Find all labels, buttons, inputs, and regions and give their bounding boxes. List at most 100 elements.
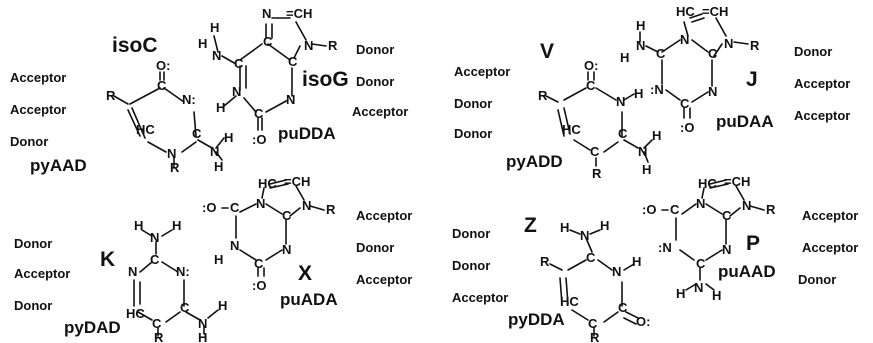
purine-name-label: X bbox=[298, 262, 313, 285]
right-role-2: Donor bbox=[356, 240, 395, 255]
ring-n-atom-3: N bbox=[230, 238, 239, 253]
ring-hc-atom: HC bbox=[136, 122, 155, 137]
glycosidic-r-2: R bbox=[766, 202, 776, 217]
amine-n-atom-2: N bbox=[212, 48, 221, 63]
purine-name-label: P bbox=[746, 232, 761, 255]
purine-code-label: puDAA bbox=[716, 112, 774, 131]
ring-c-atom-3: C bbox=[590, 144, 600, 159]
pyrimidine-code-label: pyADD bbox=[506, 152, 563, 171]
purine-code-label: puDDA bbox=[278, 124, 336, 143]
ring-h-atom: H bbox=[216, 100, 225, 115]
imidazole-n-atom: N bbox=[724, 36, 733, 51]
pyrimidine-name-label: Z bbox=[524, 214, 537, 237]
ring-h-atom: H bbox=[214, 252, 223, 267]
fused-c-atom: C bbox=[263, 34, 273, 49]
ring-n-atom: N bbox=[128, 264, 137, 279]
purine-ring bbox=[213, 17, 327, 131]
ring-n-atom-2: N: bbox=[176, 264, 190, 279]
amine-n-atom-2: N bbox=[198, 316, 207, 331]
fused-c-atom: C bbox=[708, 46, 718, 61]
ring-n-atom-4: N bbox=[282, 242, 291, 257]
fused-c-atom: C bbox=[282, 208, 292, 223]
ring-c-atom-5: C bbox=[254, 256, 264, 271]
ring-h-atom: H bbox=[632, 254, 641, 269]
amine-n-atom: N bbox=[580, 228, 589, 243]
left-role-2: Donor bbox=[454, 96, 493, 111]
left-role-1: Acceptor bbox=[10, 70, 67, 85]
substituent-r: R bbox=[538, 88, 548, 103]
fused-n-atom: N bbox=[256, 196, 265, 211]
glycosidic-r-2: R bbox=[328, 38, 338, 53]
imidazole-hc: HC bbox=[698, 176, 717, 191]
ring-c-atom-2: C bbox=[618, 126, 628, 141]
carbonyl-o-atom: O: bbox=[156, 58, 170, 73]
amine-n-atom: N bbox=[638, 144, 647, 159]
right-role-1: Acceptor bbox=[356, 208, 413, 223]
ring-c-atom-3: C bbox=[588, 316, 598, 331]
ring-c-atom: C bbox=[150, 252, 160, 267]
right-role-2: Acceptor bbox=[794, 76, 851, 91]
carbonyl-o-atom-2: :O bbox=[252, 278, 266, 293]
carbonyl-o-atom: O: bbox=[636, 314, 650, 329]
right-role-1: Acceptor bbox=[802, 208, 859, 223]
imidazole-n-atom: N bbox=[262, 6, 271, 21]
fused-c-atom-2: C bbox=[288, 54, 298, 69]
substituent-r: R bbox=[106, 88, 116, 103]
left-role-3: Acceptor bbox=[452, 290, 509, 305]
amine-h-atom-4: H bbox=[198, 330, 207, 343]
amine-h-atom: H bbox=[134, 218, 143, 233]
amine-h-atom-2: H bbox=[642, 162, 651, 177]
ring-n-atom-4: N bbox=[232, 84, 241, 99]
purine-ring bbox=[221, 179, 325, 277]
ring-hc-atom: HC bbox=[126, 306, 145, 321]
right-role-1: Donor bbox=[356, 42, 395, 57]
pyrimidine-ring bbox=[545, 71, 653, 167]
amine-h-atom-4: H bbox=[636, 18, 645, 33]
K-X-structure: H N H C N N: HC C C R N H H bbox=[126, 174, 336, 343]
ring-c-atom: C bbox=[157, 78, 167, 93]
ring-c-atom-5: C bbox=[696, 256, 706, 271]
purine-name-label: J bbox=[746, 68, 758, 91]
amine-n-atom: N bbox=[210, 144, 219, 159]
ring-n-atom-2: :N bbox=[658, 240, 672, 255]
ring-c-atom: C bbox=[586, 78, 596, 93]
ring-h-atom: H bbox=[634, 86, 643, 101]
fused-n-atom: N bbox=[680, 32, 689, 47]
left-role-1: Donor bbox=[452, 226, 491, 241]
right-role-2: Acceptor bbox=[802, 240, 859, 255]
glycosidic-r: R bbox=[590, 330, 600, 343]
purine-ring bbox=[661, 179, 765, 291]
amine-h-atom-2: H bbox=[172, 218, 181, 233]
amine-h-atom: H bbox=[560, 220, 569, 235]
ring-n-atom: N: bbox=[182, 92, 196, 107]
Z-P-structure: H N H C N H R HC C C R O: bbox=[540, 174, 776, 343]
pyrimidine-name-label: K bbox=[100, 248, 116, 271]
imidazole-ch: =CH bbox=[286, 6, 312, 21]
left-role-2: Acceptor bbox=[14, 266, 71, 281]
ring-c-atom-3: C bbox=[152, 316, 162, 331]
left-role-1: Donor bbox=[14, 236, 53, 251]
pyrimidine-ring bbox=[549, 229, 639, 337]
carbonyl-o-atom: O: bbox=[584, 58, 598, 73]
left-role-3: Donor bbox=[10, 134, 49, 149]
amine-h-atom-3: H bbox=[620, 50, 629, 65]
carbonyl-o-atom-2: :O bbox=[252, 132, 266, 147]
pyrimidine-ring bbox=[133, 229, 219, 337]
ring-hc-atom: HC bbox=[560, 294, 579, 309]
ring-c-atom-4: C bbox=[230, 200, 240, 215]
right-role-3: Donor bbox=[798, 272, 837, 287]
imidazole-ch: =CH bbox=[724, 174, 750, 189]
glycosidic-r: R bbox=[170, 160, 180, 172]
right-role-3: Acceptor bbox=[356, 272, 413, 287]
amine-n-atom: N bbox=[694, 280, 703, 295]
imidazole-hc: HC bbox=[676, 4, 695, 19]
substituent-r: R bbox=[540, 254, 550, 269]
pyrimidine-code-label: pyDAD bbox=[64, 318, 121, 337]
imidazole-n-atom-2: N bbox=[304, 38, 313, 53]
glycosidic-r-2: R bbox=[326, 202, 336, 217]
purine-ring bbox=[639, 13, 749, 119]
left-role-2: Acceptor bbox=[10, 102, 67, 117]
left-role-2: Donor bbox=[452, 258, 491, 273]
ring-c-atom-2: C bbox=[180, 300, 190, 315]
